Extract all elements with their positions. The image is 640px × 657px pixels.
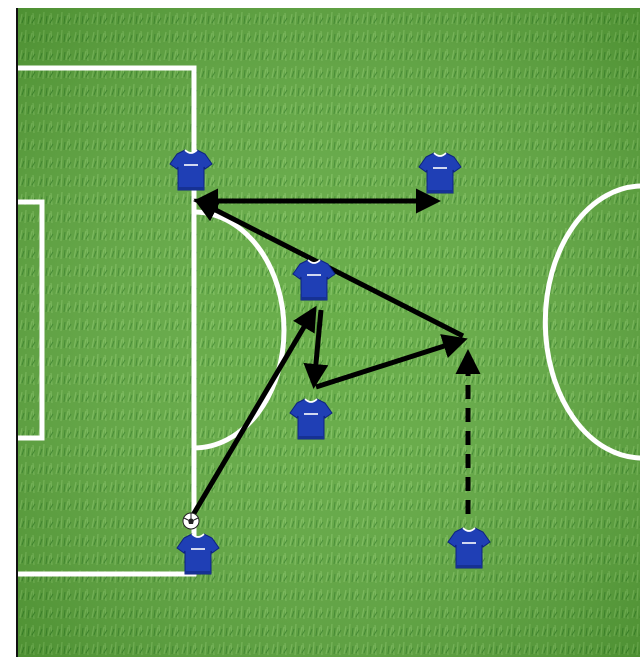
soccer-ball-icon: [183, 513, 199, 529]
pitch-svg: [18, 8, 640, 657]
football-pitch: [16, 8, 640, 657]
